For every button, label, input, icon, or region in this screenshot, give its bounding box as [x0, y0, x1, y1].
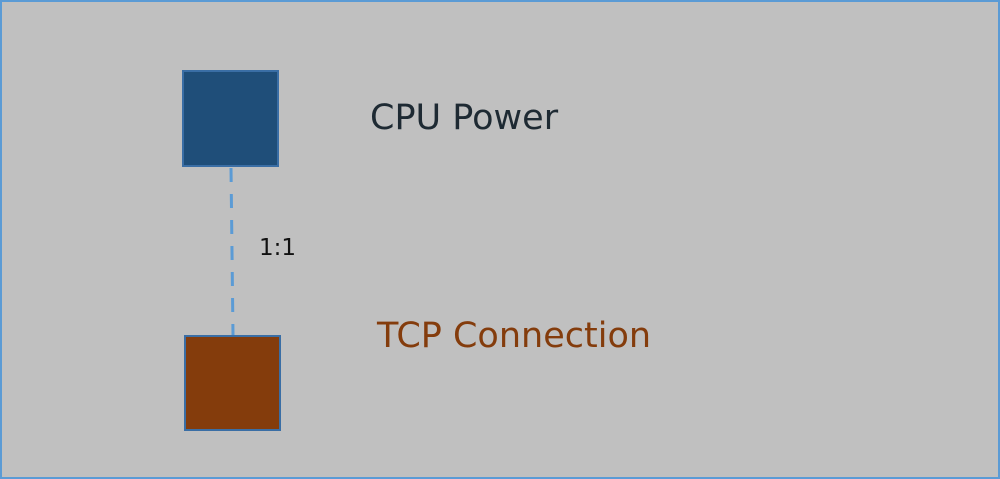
- cpu-power-label: CPU Power: [370, 98, 559, 138]
- relation-ratio-label: 1:1: [259, 235, 297, 261]
- tcp-connection-label: TCP Connection: [377, 316, 652, 356]
- tcp-connection-node: [184, 335, 281, 431]
- cpu-power-node: [182, 70, 279, 167]
